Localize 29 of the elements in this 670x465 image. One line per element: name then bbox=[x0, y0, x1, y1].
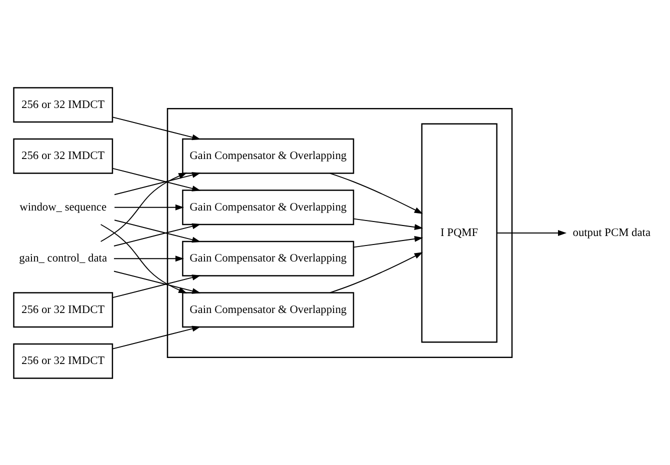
arrow bbox=[100, 224, 188, 293]
arrow bbox=[496, 230, 567, 236]
node-box: 256 or 32 IMDCT bbox=[13, 342, 114, 378]
node-box: Gain Compensator & Overlapping bbox=[182, 138, 354, 174]
node-text: gain_ control_ data bbox=[19, 252, 108, 264]
arrow bbox=[353, 235, 424, 248]
node-box: Gain Compensator & Overlapping bbox=[182, 189, 354, 225]
arrow bbox=[329, 172, 423, 214]
arrow bbox=[112, 116, 201, 140]
arrow bbox=[112, 167, 201, 191]
arrow bbox=[100, 172, 188, 242]
cluster bbox=[166, 108, 513, 358]
arrow bbox=[114, 219, 201, 242]
node-text: window_ sequence bbox=[20, 200, 107, 213]
node-text: output PCM data bbox=[572, 226, 651, 238]
arrow bbox=[353, 218, 424, 230]
node-box: 256 or 32 IMDCT bbox=[13, 86, 114, 122]
arrow bbox=[114, 204, 184, 210]
arrow bbox=[114, 172, 201, 195]
node-box: I PQMF bbox=[421, 122, 498, 342]
arrow bbox=[112, 325, 201, 349]
arrow bbox=[112, 274, 201, 298]
node-box: 256 or 32 IMDCT bbox=[13, 138, 114, 174]
node-box: Gain Compensator & Overlapping bbox=[182, 292, 354, 328]
node-box: 256 or 32 IMDCT bbox=[13, 292, 114, 328]
arrow bbox=[114, 222, 201, 246]
arrow bbox=[114, 270, 201, 294]
node-box: Gain Compensator & Overlapping bbox=[182, 240, 354, 276]
arrow bbox=[114, 255, 184, 262]
